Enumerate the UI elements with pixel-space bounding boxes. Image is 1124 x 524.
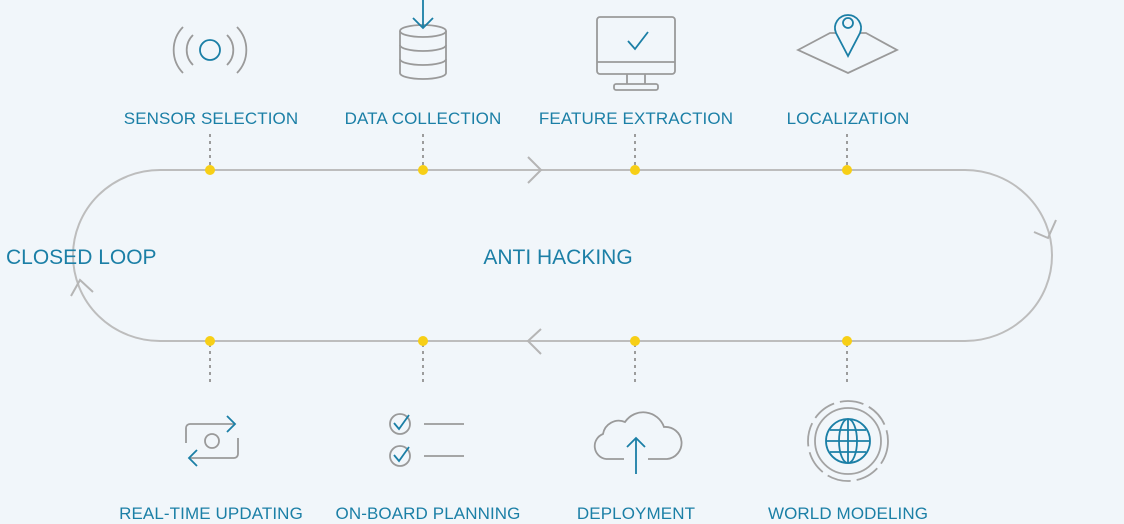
label-localization: LOCALIZATION (786, 109, 910, 128)
dot-deployment (630, 336, 640, 346)
arrow-left-icon (526, 328, 542, 355)
dot-on-board-planning (418, 336, 428, 346)
label-feature-extraction: FEATURE EXTRACTION (538, 109, 734, 128)
dot-localization (842, 165, 852, 175)
label-on-board-planning: ON-BOARD PLANNING (335, 504, 521, 523)
dot-data-collection (418, 165, 428, 175)
cloud-upload-icon (593, 411, 683, 474)
monitor-check-icon (596, 16, 676, 91)
map-pin-icon (795, 14, 899, 74)
label-deployment: DEPLOYMENT (576, 504, 696, 523)
sensor-icon (172, 26, 248, 74)
dot-real-time-updating (205, 336, 215, 346)
anti-hacking-label: ANTI HACKING (483, 246, 633, 269)
dot-sensor-selection (205, 165, 215, 175)
loop-track (72, 169, 1053, 342)
checklist-icon (389, 413, 464, 467)
bottom-connectors (209, 344, 848, 382)
arrow-right-icon (527, 156, 543, 184)
label-world-modeling: WORLD MODELING (767, 504, 929, 523)
dot-world-modeling (842, 336, 852, 346)
globe-icon (807, 400, 889, 482)
label-real-time-updating: REAL-TIME UPDATING (119, 504, 303, 523)
closed-loop-label: CLOSED LOOP (6, 246, 157, 269)
sync-icon (185, 415, 239, 467)
stage-dots (205, 165, 852, 346)
top-connectors (209, 134, 848, 168)
arrow-up-icon (70, 278, 94, 297)
database-download-icon (399, 0, 447, 80)
dot-feature-extraction (630, 165, 640, 175)
label-data-collection: DATA COLLECTION (344, 109, 502, 128)
label-sensor-selection: SENSOR SELECTION (123, 109, 299, 128)
arrow-down-icon (1033, 219, 1057, 240)
